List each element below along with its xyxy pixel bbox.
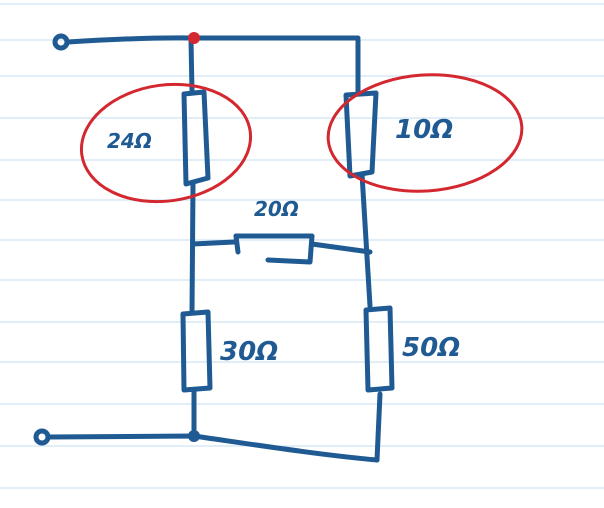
highlight-circle-right (326, 73, 524, 193)
terminal-bottom (33, 428, 51, 446)
notebook-ruled-lines (0, 3, 604, 489)
resistor-bottom-right (363, 305, 395, 393)
resistor-top-right (343, 90, 379, 179)
circuit-wires (45, 35, 383, 463)
label-30-ohm: 30Ω (220, 337, 278, 367)
highlight-circle-left (79, 82, 253, 204)
resistor-bridge (233, 233, 315, 265)
junction-dot-bottom (188, 430, 200, 442)
resistor-bottom-left (180, 309, 213, 393)
resistor-top-left (181, 89, 211, 187)
label-10-ohm: 10Ω (395, 115, 453, 145)
label-20-ohm: 20Ω (254, 197, 299, 221)
junction-dot-red (188, 32, 200, 44)
label-50-ohm: 50Ω (402, 333, 460, 363)
label-24-ohm: 24Ω (107, 129, 152, 153)
terminal-top (52, 33, 70, 51)
